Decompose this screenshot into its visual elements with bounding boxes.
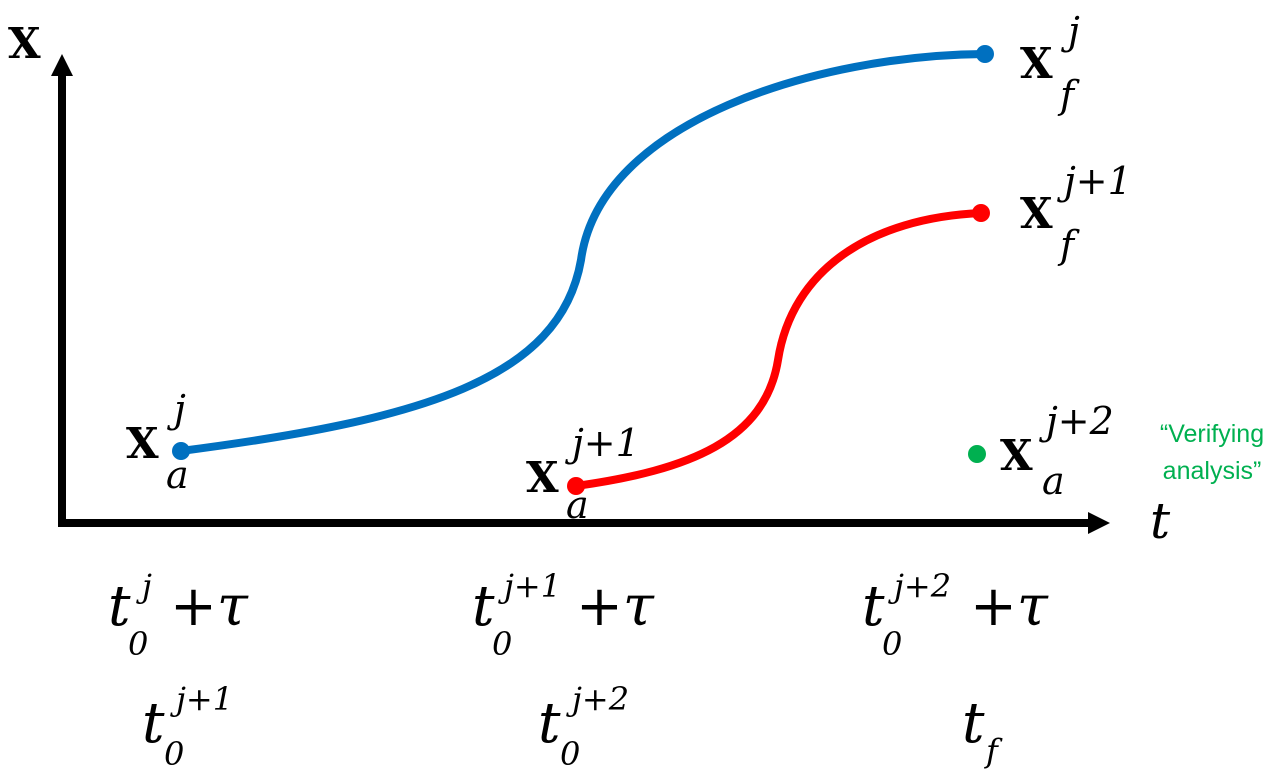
svg-text:j: j: [136, 567, 152, 605]
svg-text:j+2: j+2: [1039, 399, 1114, 443]
label-x-a-j2: X j+2 a: [1000, 399, 1114, 503]
trajectory-j-end-point: [976, 45, 994, 63]
label-x-f-j1: X j+1 f: [1020, 159, 1132, 267]
trajectory-j1-curve: [572, 209, 985, 490]
axes: X t: [8, 19, 1171, 550]
svg-text:0: 0: [560, 735, 580, 772]
x-axis-label: t: [1150, 492, 1171, 550]
svg-text:0: 0: [164, 735, 184, 772]
label-x-a-j1: X j+1 a: [526, 421, 640, 527]
svg-text:j: j: [167, 387, 186, 431]
svg-text:j+1: j+1: [1057, 159, 1132, 203]
verifying-analysis: X j+2 a “Verifying analysis”: [968, 399, 1264, 503]
svg-text:t: t: [108, 574, 131, 639]
svg-text:a: a: [566, 483, 589, 527]
svg-text:f: f: [1057, 223, 1080, 267]
trajectory-j-curve: [177, 50, 989, 455]
time-labels-row2: t 0 j+1 t 0 j+2 t f: [142, 680, 1003, 772]
time-label-t0j-plus-tau: t 0 j +τ: [108, 567, 249, 663]
svg-text:j+1: j+1: [498, 567, 561, 605]
svg-text:f: f: [984, 732, 1003, 770]
label-x-f-j: X j f: [1020, 9, 1080, 117]
time-label-tf: t f: [962, 691, 1003, 770]
svg-text:+τ: +τ: [170, 574, 249, 639]
svg-text:t: t: [142, 691, 165, 756]
verifying-analysis-note-line1: “Verifying: [1160, 420, 1264, 448]
svg-text:j+1: j+1: [170, 680, 233, 718]
verifying-analysis-note-line2: analysis”: [1163, 457, 1262, 485]
svg-text:j+1: j+1: [565, 421, 640, 465]
svg-text:X: X: [126, 419, 159, 468]
time-label-t0j1: t 0 j+1: [142, 680, 233, 772]
svg-text:X: X: [1000, 431, 1033, 480]
time-label-t0j1-plus-tau: t 0 j+1 +τ: [472, 567, 655, 663]
svg-text:t: t: [472, 574, 495, 639]
svg-text:a: a: [1042, 459, 1065, 503]
y-axis-label: X: [8, 19, 41, 68]
svg-text:+τ: +τ: [970, 574, 1049, 639]
y-axis-arrowhead: [51, 54, 73, 76]
svg-text:0: 0: [882, 625, 902, 663]
svg-text:+τ: +τ: [576, 574, 655, 639]
verifying-analysis-point: [968, 445, 986, 463]
trajectory-j1: X j+1 a X j+1 f: [526, 159, 1132, 527]
svg-text:t: t: [538, 691, 561, 756]
x-axis-arrowhead: [1088, 512, 1110, 534]
svg-text:X: X: [526, 453, 559, 502]
svg-text:j: j: [1061, 9, 1080, 53]
svg-text:0: 0: [128, 625, 148, 663]
svg-text:j+2: j+2: [566, 680, 629, 718]
time-labels-row1: t 0 j +τ t 0 j+1 +τ t 0 j+2 +τ: [108, 567, 1049, 663]
svg-text:0: 0: [492, 625, 512, 663]
svg-text:X: X: [1020, 189, 1053, 238]
svg-text:t: t: [962, 691, 985, 756]
svg-text:a: a: [166, 453, 189, 497]
trajectory-j1-end-point: [972, 204, 990, 222]
svg-text:t: t: [862, 574, 885, 639]
trajectory-j1-start-point: [567, 477, 585, 495]
time-label-t0j2-plus-tau: t 0 j+2 +τ: [862, 567, 1049, 663]
trajectory-j-start-point: [172, 442, 190, 460]
time-label-t0j2: t 0 j+2: [538, 680, 629, 772]
svg-text:f: f: [1057, 73, 1080, 117]
svg-text:X: X: [1020, 39, 1053, 88]
svg-text:j+2: j+2: [888, 567, 951, 605]
label-x-a-j: X j a: [126, 387, 189, 497]
